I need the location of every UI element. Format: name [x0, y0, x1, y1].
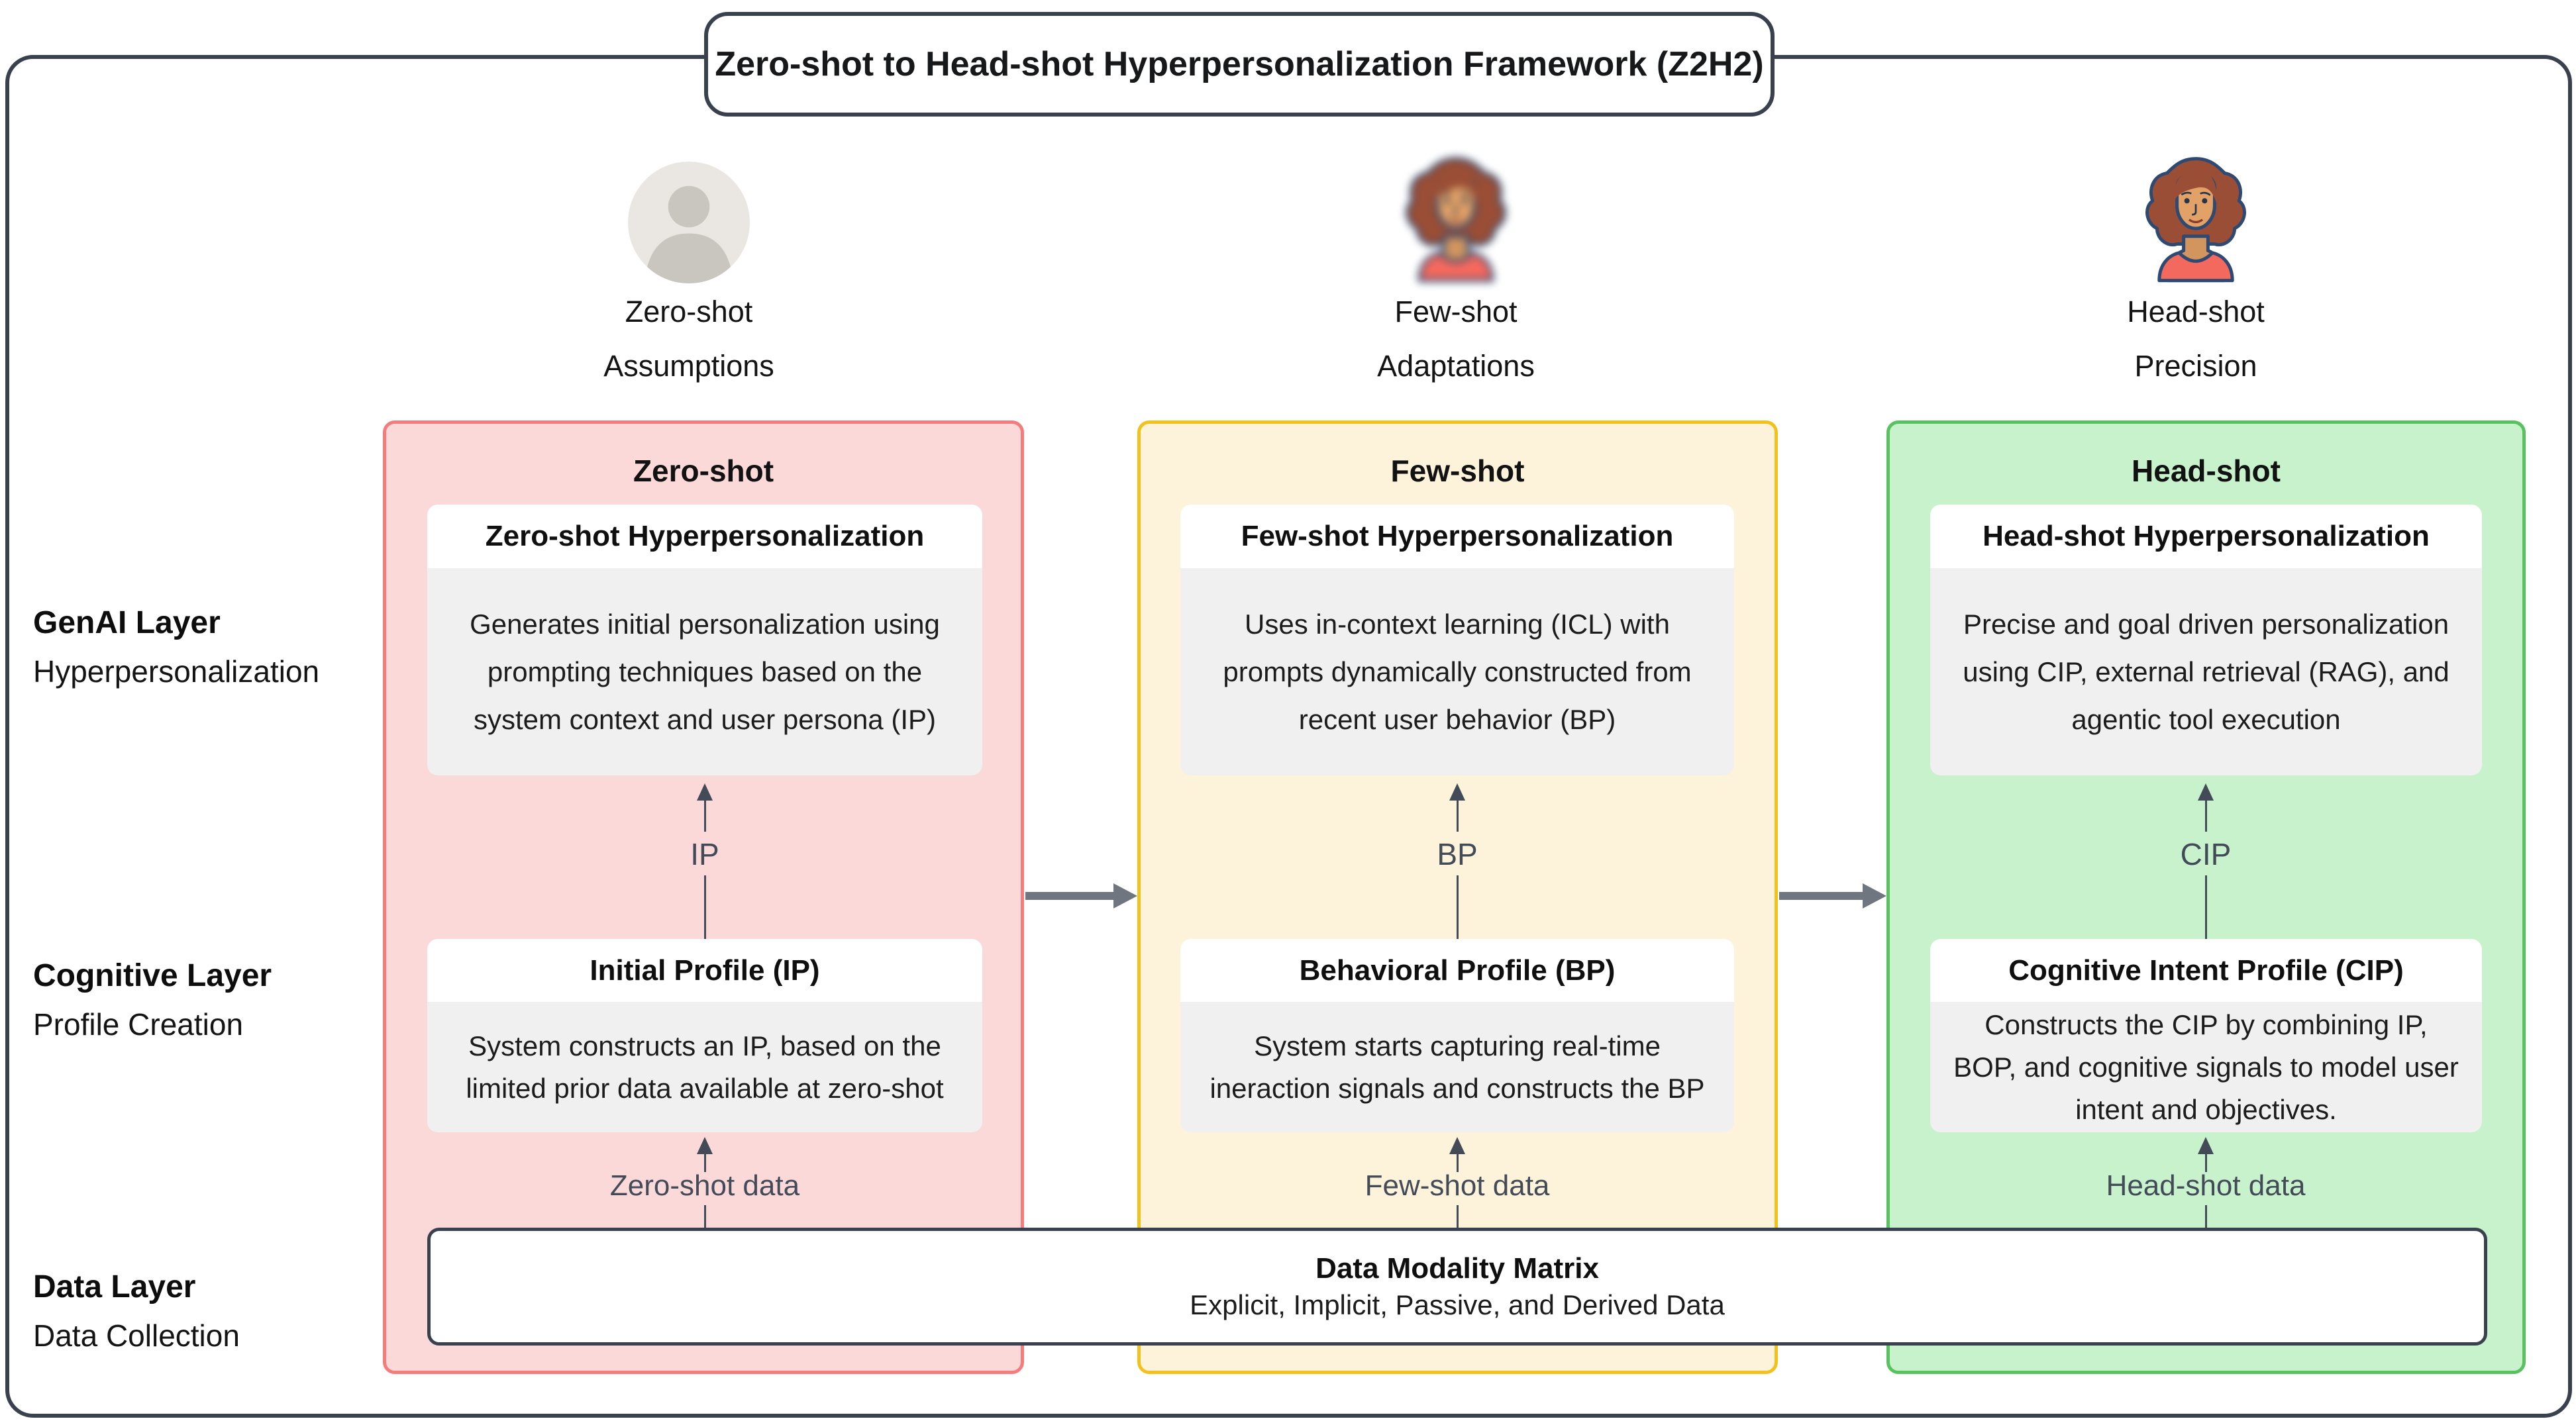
blurred-woman-avatar-icon [1395, 154, 1517, 283]
data-modality-matrix-subtitle: Explicit, Implicit, Passive, and Derived… [1190, 1289, 1725, 1320]
right-arrow-shaft [1779, 892, 1864, 900]
arrow-shaft [2204, 1154, 2207, 1172]
persona-caption-zero-shot: Zero-shot Assumptions [517, 285, 861, 393]
genai-card-body-few-shot: Uses in-context learning (ICL) with prom… [1180, 568, 1734, 775]
data-modality-matrix-bar: Data Modality Matrix Explicit, Implicit,… [427, 1228, 2487, 1346]
cognitive-card-title-zero-shot: Initial Profile (IP) [427, 939, 982, 1002]
woman-avatar-icon [2135, 154, 2257, 283]
layer-subtitle: Data Collection [33, 1318, 240, 1353]
card-body-text: Constructs the CIP by combining IP, BOP,… [1953, 1008, 2459, 1125]
layer-label-genai: GenAI Layer Hyperpersonalization [33, 604, 404, 690]
flow-label-bp: BP [1437, 837, 1478, 871]
column-header-zero-shot: Zero-shot [633, 454, 774, 488]
layer-name: Data Layer [33, 1269, 196, 1304]
persona-caption-line: Precision [2134, 349, 2257, 383]
layer-label-data: Data Layer Data Collection [33, 1268, 404, 1354]
up-arrow-icon [2198, 1137, 2214, 1154]
up-arrow-icon [697, 1137, 713, 1154]
arrow-shaft [1456, 1154, 1459, 1172]
persona-caption-line: Few-shot [1394, 295, 1518, 328]
cognitive-card-title-head-shot: Cognitive Intent Profile (CIP) [1930, 939, 2482, 1002]
persona-caption-head-shot: Head-shot Precision [2024, 285, 2368, 393]
genai-card-title-few-shot: Few-shot Hyperpersonalization [1180, 505, 1734, 568]
up-arrow-icon [1449, 1137, 1465, 1154]
genai-card-title-zero-shot: Zero-shot Hyperpersonalization [427, 505, 982, 568]
card-title-text: Cognitive Intent Profile (CIP) [2008, 954, 2404, 987]
card-body-text: Precise and goal driven personalization … [1963, 608, 2449, 735]
data-label-head-shot: Head-shot data [2106, 1169, 2306, 1202]
flow-label-cip: CIP [2180, 837, 2232, 871]
up-arrow-icon [697, 783, 713, 801]
card-body-text: System starts capturing real-time inerac… [1210, 1030, 1705, 1104]
flow-label-ip: IP [690, 837, 719, 871]
column-header-head-shot: Head-shot [2132, 454, 2281, 488]
persona-caption-line: Assumptions [603, 349, 774, 383]
layer-name: GenAI Layer [33, 605, 221, 640]
card-body-text: System constructs an IP, based on the li… [466, 1030, 944, 1104]
generic-person-avatar-icon [628, 158, 750, 287]
layer-label-cognitive: Cognitive Layer Profile Creation [33, 957, 404, 1043]
persona-caption-line: Head-shot [2127, 295, 2265, 328]
cognitive-card-body-zero-shot: System constructs an IP, based on the li… [427, 1002, 982, 1132]
arrow-shaft [2204, 801, 2207, 832]
connector-line [2204, 875, 2207, 939]
persona-caption-line: Adaptations [1377, 349, 1535, 383]
framework-title: Zero-shot to Head-shot Hyperpersonalizat… [715, 45, 1764, 83]
arrow-shaft [703, 801, 706, 832]
card-title-text: Head-shot Hyperpersonalization [1983, 520, 2430, 552]
right-arrow-shaft [1025, 892, 1115, 900]
card-title-text: Zero-shot Hyperpersonalization [485, 520, 925, 552]
data-label-zero-shot: Zero-shot data [609, 1169, 800, 1202]
genai-card-title-head-shot: Head-shot Hyperpersonalization [1930, 505, 2482, 568]
connector-line [703, 875, 706, 939]
cognitive-card-body-few-shot: System starts capturing real-time inerac… [1180, 1002, 1734, 1132]
arrow-shaft [1456, 801, 1459, 832]
data-modality-matrix-title: Data Modality Matrix [1315, 1252, 1599, 1285]
card-title-text: Behavioral Profile (BP) [1299, 954, 1616, 987]
card-body-text: Generates initial personalization using … [470, 608, 940, 735]
genai-card-body-head-shot: Precise and goal driven personalization … [1930, 568, 2482, 775]
connector-line [1456, 1205, 1459, 1229]
card-title-text: Initial Profile (IP) [590, 954, 820, 987]
card-body-text: Uses in-context learning (ICL) with prom… [1223, 608, 1692, 735]
column-header-few-shot: Few-shot [1390, 454, 1525, 488]
persona-caption-line: Zero-shot [625, 295, 753, 328]
card-title-text: Few-shot Hyperpersonalization [1241, 520, 1674, 552]
arrow-shaft [703, 1154, 706, 1172]
cognitive-card-title-few-shot: Behavioral Profile (BP) [1180, 939, 1734, 1002]
layer-name: Cognitive Layer [33, 958, 272, 993]
up-arrow-icon [1449, 783, 1465, 801]
persona-caption-few-shot: Few-shot Adaptations [1284, 285, 1628, 393]
right-arrow-icon [1113, 883, 1137, 908]
right-arrow-icon [1863, 883, 1886, 908]
genai-card-body-zero-shot: Generates initial personalization using … [427, 568, 982, 775]
connector-line [2204, 1205, 2207, 1229]
cognitive-card-body-head-shot: Constructs the CIP by combining IP, BOP,… [1930, 1002, 2482, 1132]
layer-subtitle: Hyperpersonalization [33, 654, 320, 689]
framework-title-box: Zero-shot to Head-shot Hyperpersonalizat… [704, 12, 1775, 117]
up-arrow-icon [2198, 783, 2214, 801]
connector-line [703, 1205, 706, 1229]
layer-subtitle: Profile Creation [33, 1007, 244, 1042]
data-label-few-shot: Few-shot data [1365, 1169, 1550, 1202]
connector-line [1456, 875, 1459, 939]
